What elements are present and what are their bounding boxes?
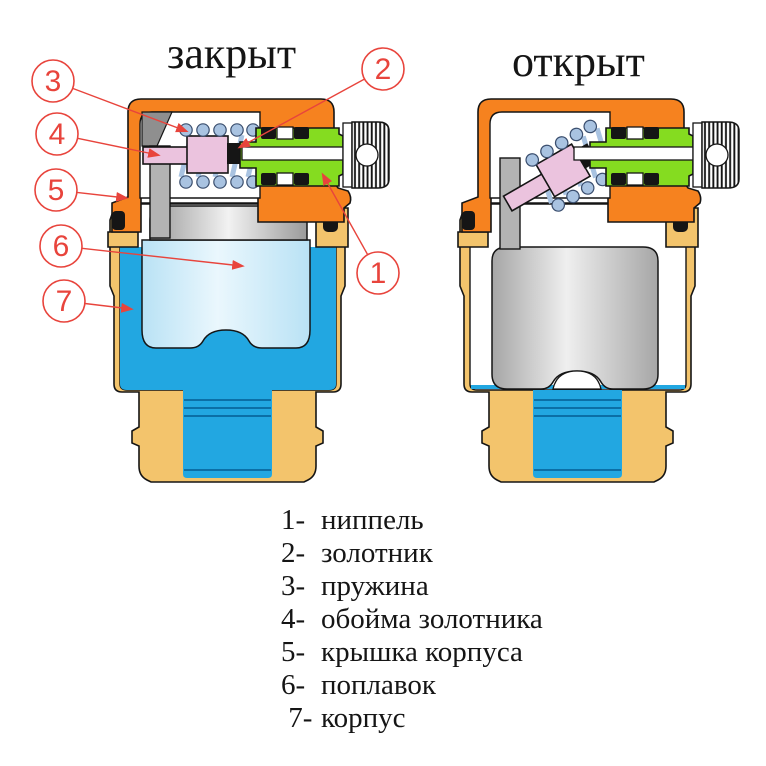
legend-item-nipple: 1- ниппель — [281, 504, 543, 537]
callout-number-2: 2 — [375, 53, 392, 86]
nipple-notch — [276, 126, 294, 140]
valve-closed — [107, 98, 390, 483]
nipple-seal — [644, 127, 659, 139]
callout-number-6: 6 — [53, 230, 70, 263]
callout-circle-7 — [42, 279, 86, 323]
callout-number-7: 7 — [56, 285, 73, 318]
cap-hole — [355, 143, 379, 167]
cover-right-block — [257, 184, 352, 223]
nipple-notch — [626, 172, 644, 186]
nipple-seal — [611, 173, 626, 185]
float-arm — [149, 145, 171, 239]
legend-item-number: 2- — [281, 537, 306, 569]
cap-flange — [342, 122, 353, 188]
callout-number-1: 1 — [370, 257, 387, 290]
nipple-assembly-closed — [239, 121, 390, 189]
air-channel-open — [573, 146, 694, 161]
nipple-seal — [294, 173, 309, 185]
callout-number-3: 3 — [45, 65, 62, 98]
nipple-seal — [261, 173, 276, 185]
legend-item-label: пружина — [321, 570, 429, 602]
float-body — [141, 239, 311, 349]
legend: 1- ниппель 2- золотник 3- пружина 4- обойма … — [281, 504, 543, 735]
legend-item-label: крышка корпуса — [321, 636, 523, 668]
legend-item-spring: 3- пружина — [281, 570, 543, 603]
callout-arrow-1 — [321, 172, 369, 256]
nipple-seal — [644, 173, 659, 185]
callout-arrow-3 — [72, 87, 189, 133]
inlet-channel — [533, 390, 622, 478]
nipple-seal — [294, 127, 309, 139]
valve-open — [457, 98, 740, 483]
legend-item-label: корпус — [321, 702, 406, 734]
callout-number-4: 4 — [49, 118, 66, 151]
legend-item-label: обойма золотника — [321, 603, 543, 635]
legend-item-number: 7- — [281, 702, 313, 734]
nipple-assembly-open — [573, 121, 740, 189]
legend-item-spool: 2- золотник — [281, 537, 543, 570]
callout-circle-4 — [35, 112, 79, 156]
legend-item-label: ниппель — [321, 504, 424, 536]
cover-right-block — [607, 184, 702, 223]
legend-item-number: 5- — [281, 636, 306, 668]
legend-item-label: золотник — [321, 537, 433, 569]
inlet-channel — [183, 390, 272, 478]
legend-item-body: 7-корпус — [281, 702, 543, 735]
legend-item-float: 6- поплавок — [281, 669, 543, 702]
callouts: 1 2 3 4 5 6 7 — [31, 47, 405, 323]
callout-circle-3 — [31, 59, 75, 103]
air-channel-closed — [241, 146, 344, 161]
legend-item-number: 6- — [281, 669, 306, 701]
cap-hole — [705, 143, 729, 167]
seal-pocket-left — [107, 231, 139, 248]
o-ring-left — [112, 211, 125, 230]
seal-pocket-left — [457, 231, 489, 248]
callout-arrow-4 — [77, 137, 161, 158]
nipple-notch — [276, 172, 294, 186]
title-closed-state: закрыт — [167, 29, 297, 78]
callout-number-5: 5 — [48, 174, 65, 207]
legend-item-number: 3- — [281, 570, 306, 602]
callout-arrow-5 — [76, 191, 129, 202]
callout-arrow-2 — [237, 78, 365, 149]
callout-circle-6 — [39, 224, 83, 268]
legend-item-label: поплавок — [321, 669, 436, 701]
callout-circle-1 — [356, 251, 400, 295]
title-open-state: открыт — [512, 37, 645, 86]
legend-item-cover: 5- крышка корпуса — [281, 636, 543, 669]
holder-body — [186, 135, 229, 174]
inlet-dome — [203, 332, 249, 348]
nipple-seal — [611, 127, 626, 139]
float-dropped — [491, 246, 659, 390]
inlet-dome — [552, 370, 602, 390]
callout-arrow-6 — [81, 247, 245, 270]
callout-circle-5 — [34, 168, 78, 212]
legend-item-holder: 4- обойма золотника — [281, 603, 543, 636]
legend-item-number: 4- — [281, 603, 306, 635]
o-ring-left — [462, 211, 475, 230]
holder-stem — [142, 146, 190, 165]
callout-arrow-7 — [84, 302, 134, 313]
nipple-notch — [626, 126, 644, 140]
legend-item-number: 1- — [281, 504, 306, 536]
cap-flange — [692, 122, 703, 188]
callout-circle-2 — [361, 47, 405, 91]
